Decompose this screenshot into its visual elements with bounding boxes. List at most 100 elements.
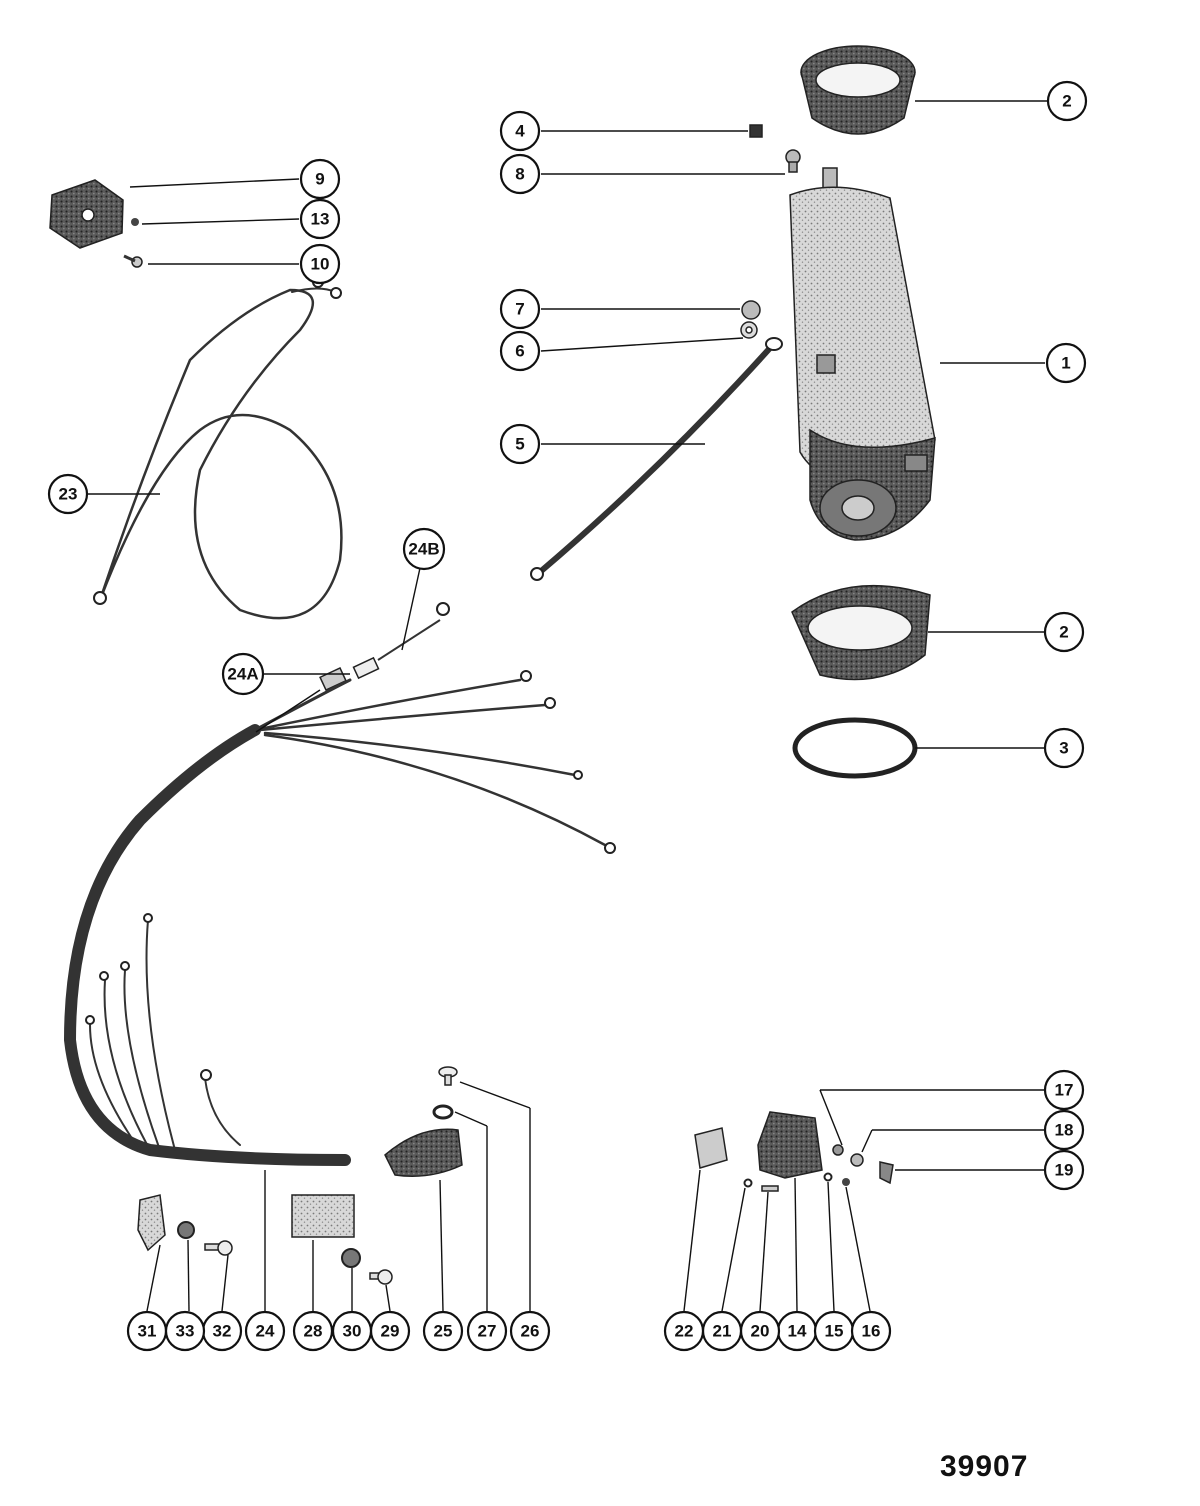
- callout-1: 1: [1045, 342, 1087, 384]
- washer-33-part: [177, 1221, 195, 1239]
- svg-text:21: 21: [713, 1322, 732, 1341]
- svg-text:7: 7: [515, 300, 524, 319]
- svg-text:9: 9: [315, 170, 324, 189]
- callout-24b: 24B: [402, 527, 446, 571]
- svg-text:25: 25: [434, 1322, 453, 1341]
- callout-7: 7: [499, 288, 541, 330]
- callout-10: 10: [299, 243, 341, 285]
- callout-3: 3: [1043, 727, 1085, 769]
- svg-text:17: 17: [1055, 1081, 1074, 1100]
- callout-24a: 24A: [221, 652, 265, 696]
- callout-4: 4: [499, 110, 541, 152]
- callout-33: 33: [164, 1310, 206, 1352]
- screw-32-part: [204, 1240, 233, 1256]
- callout-6: 6: [499, 330, 541, 372]
- callout-20: 20: [739, 1310, 781, 1352]
- washer-27-part: [432, 1104, 454, 1120]
- callout-31: 31: [126, 1310, 168, 1352]
- svg-text:10: 10: [311, 255, 330, 274]
- svg-text:16: 16: [862, 1322, 881, 1341]
- svg-text:30: 30: [343, 1322, 362, 1341]
- svg-text:20: 20: [751, 1322, 770, 1341]
- fuse-holder-part: [319, 602, 450, 691]
- hex-nut-part: [741, 300, 761, 320]
- callout-16: 16: [850, 1310, 892, 1352]
- callout-27: 27: [466, 1310, 508, 1352]
- nut-17-part: [832, 1144, 844, 1156]
- svg-text:29: 29: [381, 1322, 400, 1341]
- rectifier-part: [49, 179, 124, 249]
- callout-5: 5: [499, 423, 541, 465]
- callout-23: 23: [47, 473, 89, 515]
- callout-17: 17: [1043, 1069, 1085, 1111]
- callout-21: 21: [701, 1310, 743, 1352]
- callout-19: 19: [1043, 1149, 1085, 1191]
- svg-text:2: 2: [1062, 92, 1071, 111]
- washer-30-part: [341, 1248, 361, 1268]
- callout-15: 15: [813, 1310, 855, 1352]
- callout-28: 28: [292, 1310, 334, 1352]
- svg-text:27: 27: [478, 1322, 497, 1341]
- callout-18: 18: [1043, 1109, 1085, 1151]
- main-wiring-harness-part: [63, 670, 616, 1166]
- svg-text:8: 8: [515, 165, 524, 184]
- svg-text:24B: 24B: [408, 540, 439, 559]
- clamp-28-part: [291, 1194, 355, 1238]
- svg-text:24A: 24A: [227, 665, 258, 684]
- callout-14: 14: [776, 1310, 818, 1352]
- callout-30: 30: [331, 1310, 373, 1352]
- svg-text:18: 18: [1055, 1121, 1074, 1140]
- figure-number: 39907: [940, 1450, 1029, 1483]
- svg-text:6: 6: [515, 342, 524, 361]
- svg-text:5: 5: [515, 435, 524, 454]
- svg-text:32: 32: [213, 1322, 232, 1341]
- starter-motor-part: [789, 167, 936, 541]
- callout-29: 29: [369, 1310, 411, 1352]
- svg-text:3: 3: [1059, 739, 1068, 758]
- callout-26: 26: [509, 1310, 551, 1352]
- callout-9: 9: [299, 158, 341, 200]
- svg-text:26: 26: [521, 1322, 540, 1341]
- screw-26-part: [438, 1066, 458, 1086]
- washer-15-part: [823, 1172, 833, 1182]
- callout-13: 13: [299, 198, 341, 240]
- callout-25: 25: [422, 1310, 464, 1352]
- svg-text:31: 31: [138, 1322, 157, 1341]
- o-ring-part: [792, 717, 918, 779]
- clamp-31-part: [137, 1194, 166, 1252]
- callout-8: 8: [499, 153, 541, 195]
- callout-22: 22: [663, 1310, 705, 1352]
- svg-text:2: 2: [1059, 623, 1068, 642]
- svg-text:13: 13: [311, 210, 330, 229]
- svg-text:28: 28: [304, 1322, 323, 1341]
- terminal-screw-part: [785, 149, 801, 173]
- svg-text:24: 24: [256, 1322, 275, 1341]
- callout-32: 32: [201, 1310, 243, 1352]
- terminal-19-part: [879, 1161, 894, 1185]
- svg-text:19: 19: [1055, 1161, 1074, 1180]
- rubber-collar-bottom: [791, 584, 931, 681]
- svg-text:15: 15: [825, 1322, 844, 1341]
- svg-text:23: 23: [59, 485, 78, 504]
- wire-harness-23-part: [93, 276, 343, 620]
- rubber-collar-top: [800, 45, 916, 135]
- callout-2-bottom: 2: [1043, 611, 1085, 653]
- leader-lines: [88, 100, 1048, 1312]
- bracket-22-part: [694, 1127, 728, 1169]
- screw-10-part: [123, 254, 143, 268]
- svg-text:33: 33: [176, 1322, 195, 1341]
- callout-2-top: 2: [1046, 80, 1088, 122]
- washer-13-part: [131, 218, 139, 226]
- small-nut-part: [749, 124, 763, 138]
- solenoid-14-part: [757, 1111, 823, 1179]
- svg-text:1: 1: [1061, 354, 1070, 373]
- nut-18-part: [850, 1153, 864, 1167]
- lock-washer-part: [740, 321, 758, 339]
- svg-text:22: 22: [675, 1322, 694, 1341]
- nut-16-part: [842, 1178, 850, 1186]
- ground-cable-part: [530, 337, 783, 581]
- screw-20-part: [761, 1185, 779, 1192]
- svg-text:4: 4: [515, 122, 525, 141]
- clamp-25-part: [384, 1128, 463, 1177]
